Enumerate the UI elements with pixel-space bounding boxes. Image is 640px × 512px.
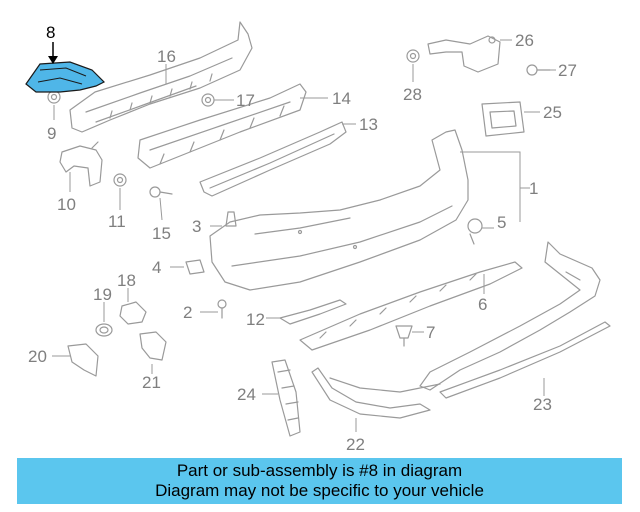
callout-15: 15 (152, 224, 171, 243)
part-20-bracket (67, 343, 99, 377)
callout-24: 24 (237, 385, 256, 404)
callout-22: 22 (346, 435, 365, 454)
callout-4: 4 (152, 258, 161, 277)
part-10-bracket (59, 141, 103, 187)
part-1-bumper-cover (209, 129, 469, 291)
callout-27: 27 (558, 61, 577, 80)
callout-labels: 8 1 2 3 4 5 6 7 9 10 11 12 13 14 15 16 1… (28, 23, 577, 454)
part-23-diffuser (419, 241, 611, 399)
part-17-nut (201, 93, 215, 107)
callout-28: 28 (403, 85, 422, 104)
callout-17: 17 (236, 91, 255, 110)
callout-9: 9 (47, 124, 56, 143)
callout-1: 1 (529, 179, 538, 198)
part-3-guide (225, 211, 237, 227)
part-27-bolt (526, 64, 551, 76)
banner-line-disclaimer: Diagram may not be specific to your vehi… (155, 481, 484, 500)
part-18-holder (119, 301, 147, 325)
info-banner: Part or sub-assembly is #8 in diagram Di… (17, 458, 622, 504)
callout-20: 20 (28, 347, 47, 366)
part-2-bolt (217, 299, 227, 319)
part-28-nut (406, 49, 420, 63)
part-11-clip (113, 173, 127, 187)
callout-5: 5 (497, 213, 506, 232)
callout-14: 14 (332, 89, 351, 108)
banner-line-part: Part or sub-assembly is #8 in diagram (176, 461, 463, 480)
callout-11: 11 (108, 212, 126, 231)
part-22-trim (311, 367, 441, 419)
part-21-bracket (139, 331, 167, 361)
callout-8-arrow (48, 42, 58, 64)
callout-8: 8 (46, 23, 55, 42)
callout-18: 18 (117, 271, 136, 290)
part-5-sensor (467, 218, 483, 245)
part-16-impact-absorber (69, 21, 253, 133)
part-12-reflector (279, 299, 347, 325)
part-6-valance (299, 261, 523, 351)
part-4-clip (185, 259, 205, 275)
part-13-reinforcement (199, 121, 347, 197)
callout-25: 25 (543, 103, 562, 122)
callout-23: 23 (533, 395, 552, 414)
part-9-nut (47, 90, 61, 104)
callout-13: 13 (359, 115, 378, 134)
part-24-bracket (271, 359, 301, 437)
part-19-ring (95, 323, 113, 337)
callout-16: 16 (157, 47, 176, 66)
part-15-bolt (149, 186, 173, 198)
callout-21: 21 (142, 373, 161, 392)
callout-6: 6 (478, 295, 487, 314)
part-14-absorber (137, 83, 307, 169)
callout-19: 19 (93, 285, 112, 304)
part-8-highlighted-bracket (25, 61, 106, 93)
leader-lines (52, 39, 556, 432)
part-7-clip (395, 325, 413, 347)
callout-10: 10 (57, 195, 76, 214)
callout-2: 2 (183, 303, 192, 322)
callout-3: 3 (192, 217, 201, 236)
callout-12: 12 (246, 310, 265, 329)
part-26-bracket (427, 35, 501, 73)
callout-26: 26 (515, 31, 534, 50)
diagram-canvas: 8 1 2 3 4 5 6 7 9 10 11 12 13 14 15 16 1… (25, 21, 611, 454)
callout-7: 7 (426, 323, 435, 342)
part-25-bracket (481, 101, 525, 137)
